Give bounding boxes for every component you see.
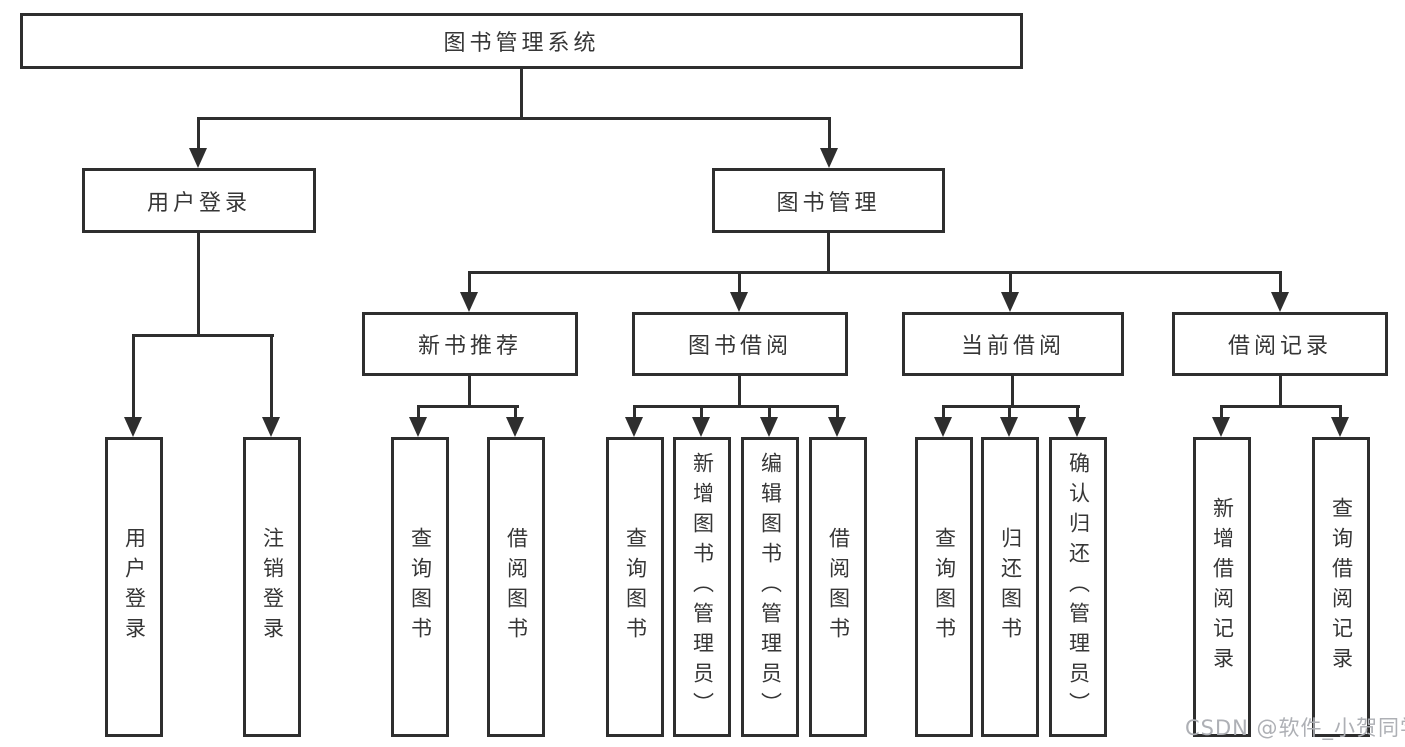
node-borrow-books-recommend: 借阅图书 (487, 437, 545, 737)
node-query-books-borrowing: 查询图书 (606, 437, 664, 737)
node-label: 查询图书 (623, 527, 648, 647)
node-label: 借阅记录 (1227, 334, 1332, 359)
connector-line (836, 405, 839, 418)
arrowhead (730, 292, 748, 312)
node-add-borrow-record: 新增借阅记录 (1193, 437, 1251, 737)
connector-line (197, 117, 831, 120)
connector-line (1011, 376, 1014, 408)
node-label: 新增图书（管理员） (690, 452, 715, 722)
connector-line (633, 405, 839, 408)
node-label: 归还图书 (998, 527, 1023, 647)
node-label: 新书推荐 (417, 334, 522, 359)
connector-line (514, 405, 517, 418)
connector-line (738, 271, 741, 292)
connector-line (468, 376, 471, 408)
connector-line (197, 117, 200, 149)
connector-line (132, 334, 135, 417)
connector-line (1076, 405, 1079, 418)
connector-line (1009, 271, 1012, 292)
node-label: 查询图书 (408, 527, 433, 647)
node-label: 当前借阅 (960, 334, 1065, 359)
arrowhead (124, 417, 142, 437)
node-label: 新增借阅记录 (1210, 497, 1235, 677)
node-new-book-recommendation: 新书推荐 (362, 312, 578, 376)
node-label: 注销登录 (260, 527, 285, 647)
arrowhead (189, 148, 207, 168)
node-label: 图书管理 (776, 190, 881, 216)
node-return-books: 归还图书 (981, 437, 1039, 737)
arrowhead (820, 148, 838, 168)
arrowhead (262, 417, 280, 437)
arrowhead (1212, 417, 1230, 437)
arrowhead (1001, 292, 1019, 312)
node-logout: 注销登录 (243, 437, 301, 737)
csdn-watermark: CSDN @软件_小贺同学 (1185, 716, 1405, 740)
node-confirm-return-admin: 确认归还（管理员） (1049, 437, 1107, 737)
connector-line (828, 117, 831, 149)
connector-line (1279, 271, 1282, 292)
arrowhead (692, 417, 710, 437)
node-label: 确认归还（管理员） (1066, 452, 1091, 722)
node-query-books-recommend: 查询图书 (391, 437, 449, 737)
connector-line (768, 405, 771, 418)
connector-line (1339, 405, 1342, 418)
arrowhead (934, 417, 952, 437)
arrowhead (460, 292, 478, 312)
arrowhead (409, 417, 427, 437)
node-label: 查询图书 (932, 527, 957, 647)
node-label: 编辑图书（管理员） (758, 452, 783, 722)
connector-line (1008, 405, 1011, 418)
node-borrow-books-borrowing: 借阅图书 (809, 437, 867, 737)
node-user-login-group: 用户登录 (82, 168, 316, 233)
node-label: 借阅图书 (826, 527, 851, 647)
connector-line (700, 405, 703, 418)
connector-line (942, 405, 1080, 408)
connector-line (417, 405, 519, 408)
arrowhead (760, 417, 778, 437)
connector-line (1279, 376, 1282, 408)
node-query-books-current: 查询图书 (915, 437, 973, 737)
connector-line (197, 233, 200, 337)
node-user-login: 用户登录 (105, 437, 163, 737)
node-label: 查询借阅记录 (1329, 497, 1354, 677)
connector-line (468, 271, 471, 292)
arrowhead (1271, 292, 1289, 312)
node-current-borrowing: 当前借阅 (902, 312, 1124, 376)
connector-line (468, 271, 1282, 274)
arrowhead (625, 417, 643, 437)
node-label: 图书管理系统 (443, 31, 600, 56)
node-label: 图书借阅 (687, 334, 792, 359)
node-book-borrowing: 图书借阅 (632, 312, 848, 376)
node-edit-book-admin: 编辑图书（管理员） (741, 437, 799, 737)
arrowhead (1000, 417, 1018, 437)
node-label: 用户登录 (146, 190, 251, 216)
connector-line (520, 69, 523, 119)
node-query-borrow-record: 查询借阅记录 (1312, 437, 1370, 737)
arrowhead (506, 417, 524, 437)
connector-line (270, 334, 273, 417)
node-borrowing-records: 借阅记录 (1172, 312, 1388, 376)
connector-line (1220, 405, 1342, 408)
connector-line (942, 405, 945, 418)
connector-line (827, 233, 830, 274)
arrowhead (828, 417, 846, 437)
node-library-system: 图书管理系统 (20, 13, 1023, 69)
arrowhead (1068, 417, 1086, 437)
connector-line (1220, 405, 1223, 418)
arrowhead (1331, 417, 1349, 437)
node-label: 借阅图书 (504, 527, 529, 647)
node-add-book-admin: 新增图书（管理员） (673, 437, 731, 737)
connector-line (738, 376, 741, 408)
connector-line (417, 405, 420, 418)
connector-line (633, 405, 636, 418)
node-book-management: 图书管理 (712, 168, 945, 233)
connector-line (132, 334, 274, 337)
node-label: 用户登录 (122, 527, 147, 647)
